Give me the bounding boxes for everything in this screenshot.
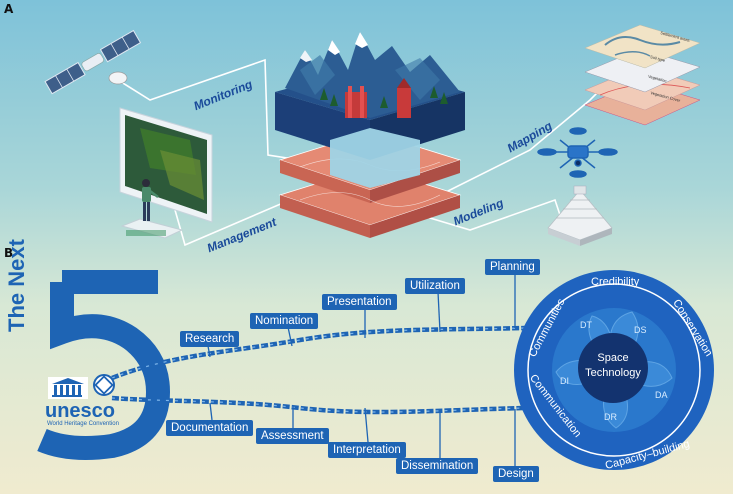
map-layers-icon — [584, 24, 701, 126]
petal-dr: DR — [604, 412, 617, 422]
pill-research: Research — [180, 331, 240, 347]
pill-planning: Planning — [485, 259, 540, 275]
pill-nomination: Nomination — [250, 313, 319, 329]
pill-design: Design — [493, 466, 539, 482]
upper-chain — [111, 325, 526, 381]
drone-icon — [537, 127, 618, 178]
lower-chain — [111, 395, 526, 415]
big-five-shape — [37, 270, 171, 460]
space-technology-ring — [514, 270, 714, 470]
pill-documentation: Documentation — [166, 420, 254, 436]
the-next-text: The Next — [4, 239, 29, 332]
unesco-emblem — [48, 374, 115, 399]
petal-da: DA — [655, 390, 668, 400]
panel-b-letter: B — [4, 246, 14, 260]
pill-connectors — [207, 273, 516, 466]
unesco-subtitle: World Heritage Convention — [47, 421, 119, 427]
ring-word-credibility: Credibility — [591, 276, 640, 288]
core-line-1: Space — [597, 352, 629, 364]
pill-interpretation: Interpretation — [328, 442, 406, 458]
petal-di: DI — [560, 376, 569, 386]
panel-a-letter: A — [4, 2, 14, 16]
satellite-icon — [44, 29, 142, 95]
monitoring-line — [117, 58, 301, 161]
pill-utilization: Utilization — [405, 278, 465, 294]
pill-assessment: Assessment — [256, 428, 329, 444]
landscape-block — [275, 32, 465, 238]
core-line-2: Technology — [585, 367, 641, 379]
petal-ds: DS — [634, 325, 647, 335]
pill-dissemination: Dissemination — [396, 458, 479, 474]
modeling-line — [419, 198, 561, 231]
unesco-name: unesco — [45, 400, 116, 422]
petal-dt: DT — [580, 320, 592, 330]
pill-presentation: Presentation — [322, 294, 397, 310]
mapping-line — [439, 89, 601, 196]
person-icon — [142, 179, 159, 221]
pyramid-icon — [547, 185, 613, 246]
space-technology-label: Space Technology — [576, 351, 650, 381]
monitor-icon — [119, 107, 213, 239]
